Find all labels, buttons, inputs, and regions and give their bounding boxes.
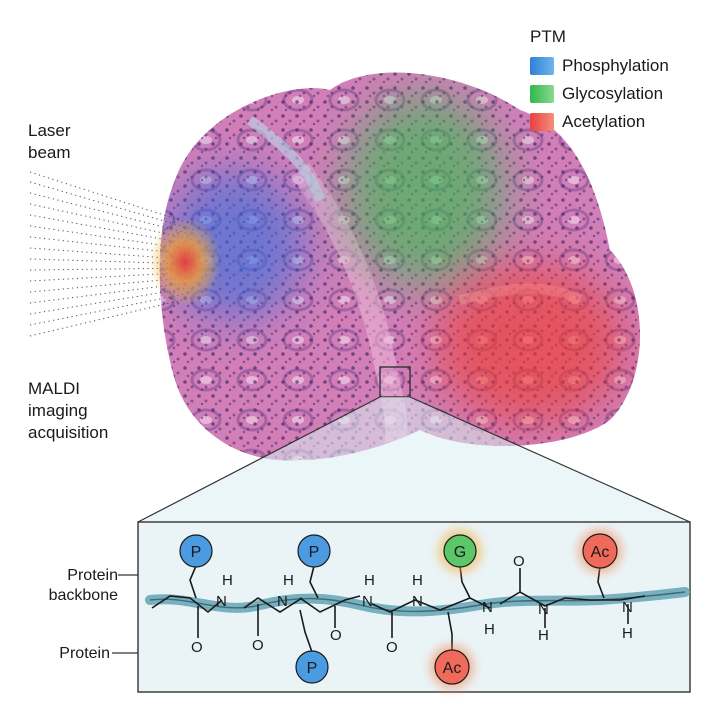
atom-o: O	[191, 639, 203, 656]
atom-labels: H N O O H N O H N O H N N H O N H N H	[191, 553, 633, 656]
atom-h: H	[364, 572, 375, 589]
svg-text:Ac: Ac	[591, 544, 610, 561]
legend-swatch	[530, 57, 554, 75]
svg-text:P: P	[309, 544, 320, 561]
atom-n: N	[216, 593, 227, 610]
ptm-badges: P P P G Ac Ac	[179, 529, 622, 689]
acetyl-badge: Ac	[430, 645, 474, 689]
legend-swatch	[530, 113, 554, 131]
legend-title: PTM	[530, 27, 566, 46]
atom-o: O	[513, 553, 525, 570]
legend-swatch	[530, 85, 554, 103]
glyco-badge: G	[438, 529, 482, 573]
atom-n: N	[622, 599, 633, 616]
protein-backbone-label: Protein backbone	[48, 567, 118, 604]
acetylation-region	[435, 265, 625, 425]
laser-beam-label: Laser beam	[28, 121, 71, 162]
atom-h: H	[283, 572, 294, 589]
atom-n: N	[412, 593, 423, 610]
legend-item-phosphylation: Phosphylation	[530, 52, 669, 80]
acetyl-badge: Ac	[578, 529, 622, 573]
zoom-funnel	[138, 397, 690, 522]
atom-n: N	[538, 601, 549, 618]
atom-h: H	[484, 621, 495, 638]
phospho-badge: P	[297, 534, 331, 568]
svg-text:P: P	[307, 660, 318, 677]
atom-o: O	[330, 627, 342, 644]
laser-spot	[149, 218, 221, 306]
atom-h: H	[222, 572, 233, 589]
maldi-acquisition-label: MALDI imaging acquisition	[28, 379, 109, 442]
atom-o: O	[386, 639, 398, 656]
svg-text:G: G	[454, 544, 466, 561]
phospho-badge: P	[179, 534, 213, 568]
atom-h: H	[412, 572, 423, 589]
protein-label: Protein	[59, 645, 110, 662]
atom-n: N	[277, 593, 288, 610]
atom-h: H	[622, 625, 633, 642]
ptm-legend: PTM Phosphylation Glycosylation Acetylat…	[530, 26, 669, 136]
phospho-badge: P	[295, 650, 329, 684]
glycosylation-region	[345, 95, 505, 285]
atom-n: N	[482, 599, 493, 616]
atom-h: H	[538, 627, 549, 644]
atom-o: O	[252, 637, 264, 654]
svg-text:P: P	[191, 544, 202, 561]
atom-n: N	[362, 593, 373, 610]
legend-item-glycosylation: Glycosylation	[530, 80, 669, 108]
tissue-section	[159, 72, 641, 461]
legend-item-acetylation: Acetylation	[530, 108, 669, 136]
svg-text:Ac: Ac	[443, 660, 462, 677]
